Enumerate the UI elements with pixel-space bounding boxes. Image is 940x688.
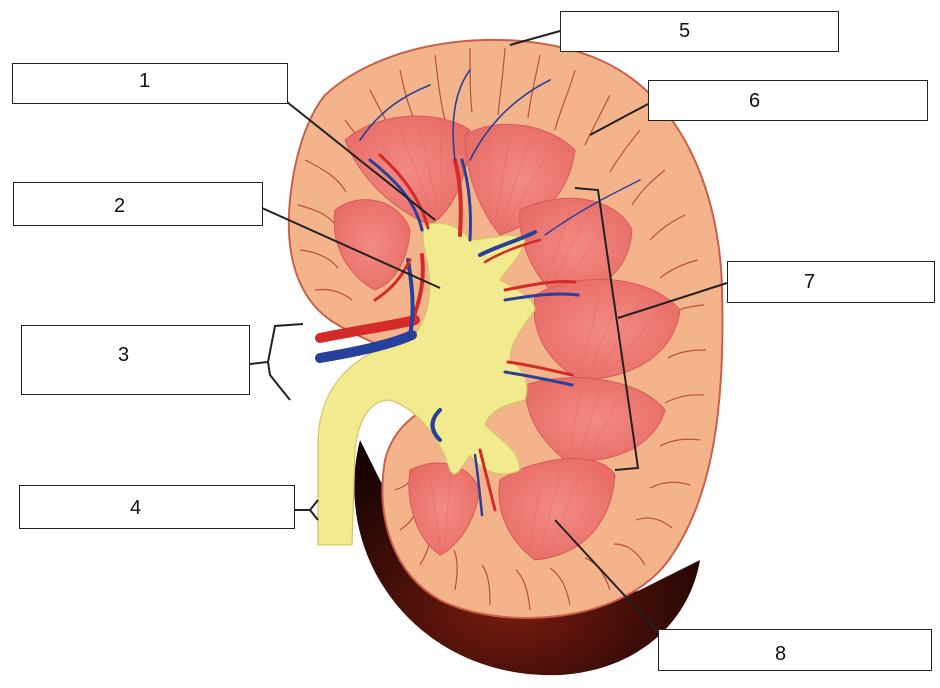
label-box-4: 4 — [19, 485, 295, 529]
label-number-3: 3 — [118, 344, 129, 367]
label-number-7: 7 — [804, 271, 815, 294]
label-number-6: 6 — [749, 90, 760, 113]
label-box-2: 2 — [13, 182, 263, 226]
label-number-8: 8 — [775, 643, 786, 666]
label-number-5: 5 — [679, 20, 690, 43]
label-number-4: 4 — [130, 497, 141, 520]
label-box-7: 7 — [727, 261, 935, 303]
label-box-5: 5 — [560, 11, 839, 52]
label-number-1: 1 — [139, 70, 150, 93]
bracket-3 — [250, 324, 303, 400]
label-number-2: 2 — [114, 195, 125, 218]
label-box-8: 8 — [658, 629, 932, 671]
label-box-1: 1 — [12, 63, 288, 104]
label-box-3: 3 — [21, 325, 250, 395]
label-box-6: 6 — [648, 80, 928, 121]
bracket-4 — [295, 500, 318, 520]
